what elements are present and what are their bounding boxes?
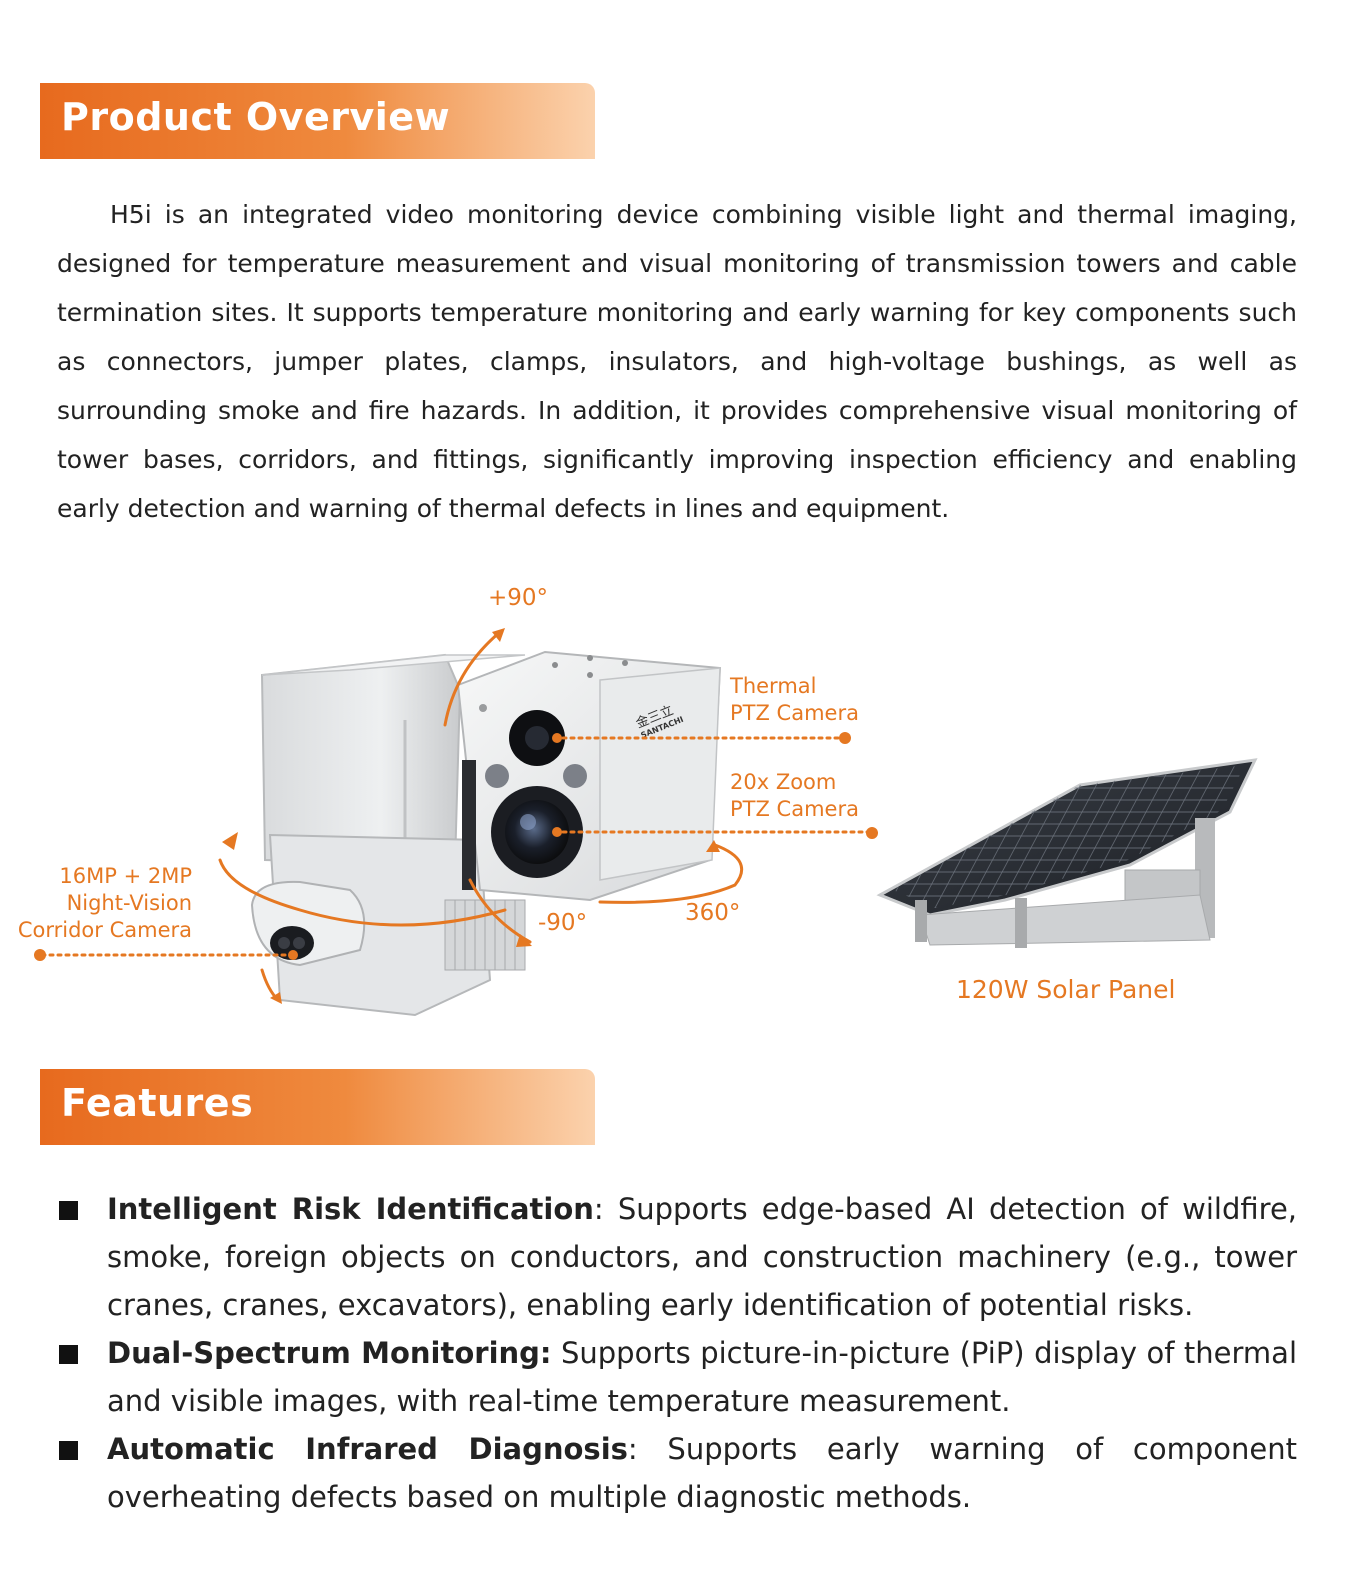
camera-illustration: 金三立 SANTACHI	[34, 628, 1258, 1017]
features-banner: Features	[40, 1069, 595, 1145]
solar-panel-label: 120W Solar Panel	[956, 975, 1176, 1004]
feature-title: Intelligent Risk Identification	[107, 1192, 594, 1226]
features-heading: Features	[61, 1081, 254, 1125]
feature-title: Dual-Spectrum Monitoring:	[107, 1336, 552, 1370]
square-bullet-icon	[59, 1441, 78, 1460]
corridor-camera-module	[250, 880, 366, 967]
callout-lines	[40, 736, 870, 957]
corridor-callout-dot	[34, 949, 46, 961]
feature-description: Supports early warning of component over…	[107, 1432, 1297, 1514]
corridor-camera-label: 16MP + 2MP Night-Vision Corridor Camera	[17, 864, 192, 942]
camera-head	[456, 650, 722, 902]
thermal-callout-dot	[839, 732, 851, 744]
solar-panel	[876, 758, 1258, 948]
ir-led-icon-2	[563, 764, 587, 788]
feature-description: Supports picture-in-picture (PiP) displa…	[107, 1336, 1297, 1418]
zoom-callout-dot	[866, 827, 878, 839]
thermal-camera-label: Thermal PTZ Camera	[730, 674, 859, 725]
product-overview-banner: Product Overview	[40, 83, 595, 159]
tilt-up-label: +90°	[488, 585, 549, 611]
arrow-heads	[222, 628, 720, 1004]
pan-label: 360°	[685, 900, 741, 926]
overview-paragraph: H5i is an integrated video monitoring de…	[57, 200, 1297, 523]
product-overview-heading: Product Overview	[61, 95, 451, 139]
feature-separator: :	[593, 1192, 604, 1226]
heat-sink	[444, 899, 526, 971]
feature-description: Supports edge-based AI detection of wild…	[107, 1192, 1298, 1322]
feature-separator: :	[627, 1432, 638, 1466]
ir-led-icon	[485, 764, 509, 788]
tilt-down-label: -90°	[538, 910, 588, 936]
feature-item: Dual-Spectrum Monitoring: Supports pictu…	[57, 1329, 1297, 1425]
feature-item: Automatic Infrared Diagnosis: Supports e…	[57, 1425, 1297, 1521]
feature-title: Automatic Infrared Diagnosis	[107, 1432, 628, 1466]
features-list: Intelligent Risk Identification: Support…	[57, 1185, 1297, 1521]
feature-item: Intelligent Risk Identification: Support…	[57, 1185, 1297, 1329]
square-bullet-icon	[59, 1201, 78, 1220]
square-bullet-icon	[59, 1345, 78, 1364]
zoom-camera-label: 20x Zoom PTZ Camera	[730, 770, 859, 821]
product-diagram: 金三立 SANTACHI	[0, 560, 1369, 1040]
